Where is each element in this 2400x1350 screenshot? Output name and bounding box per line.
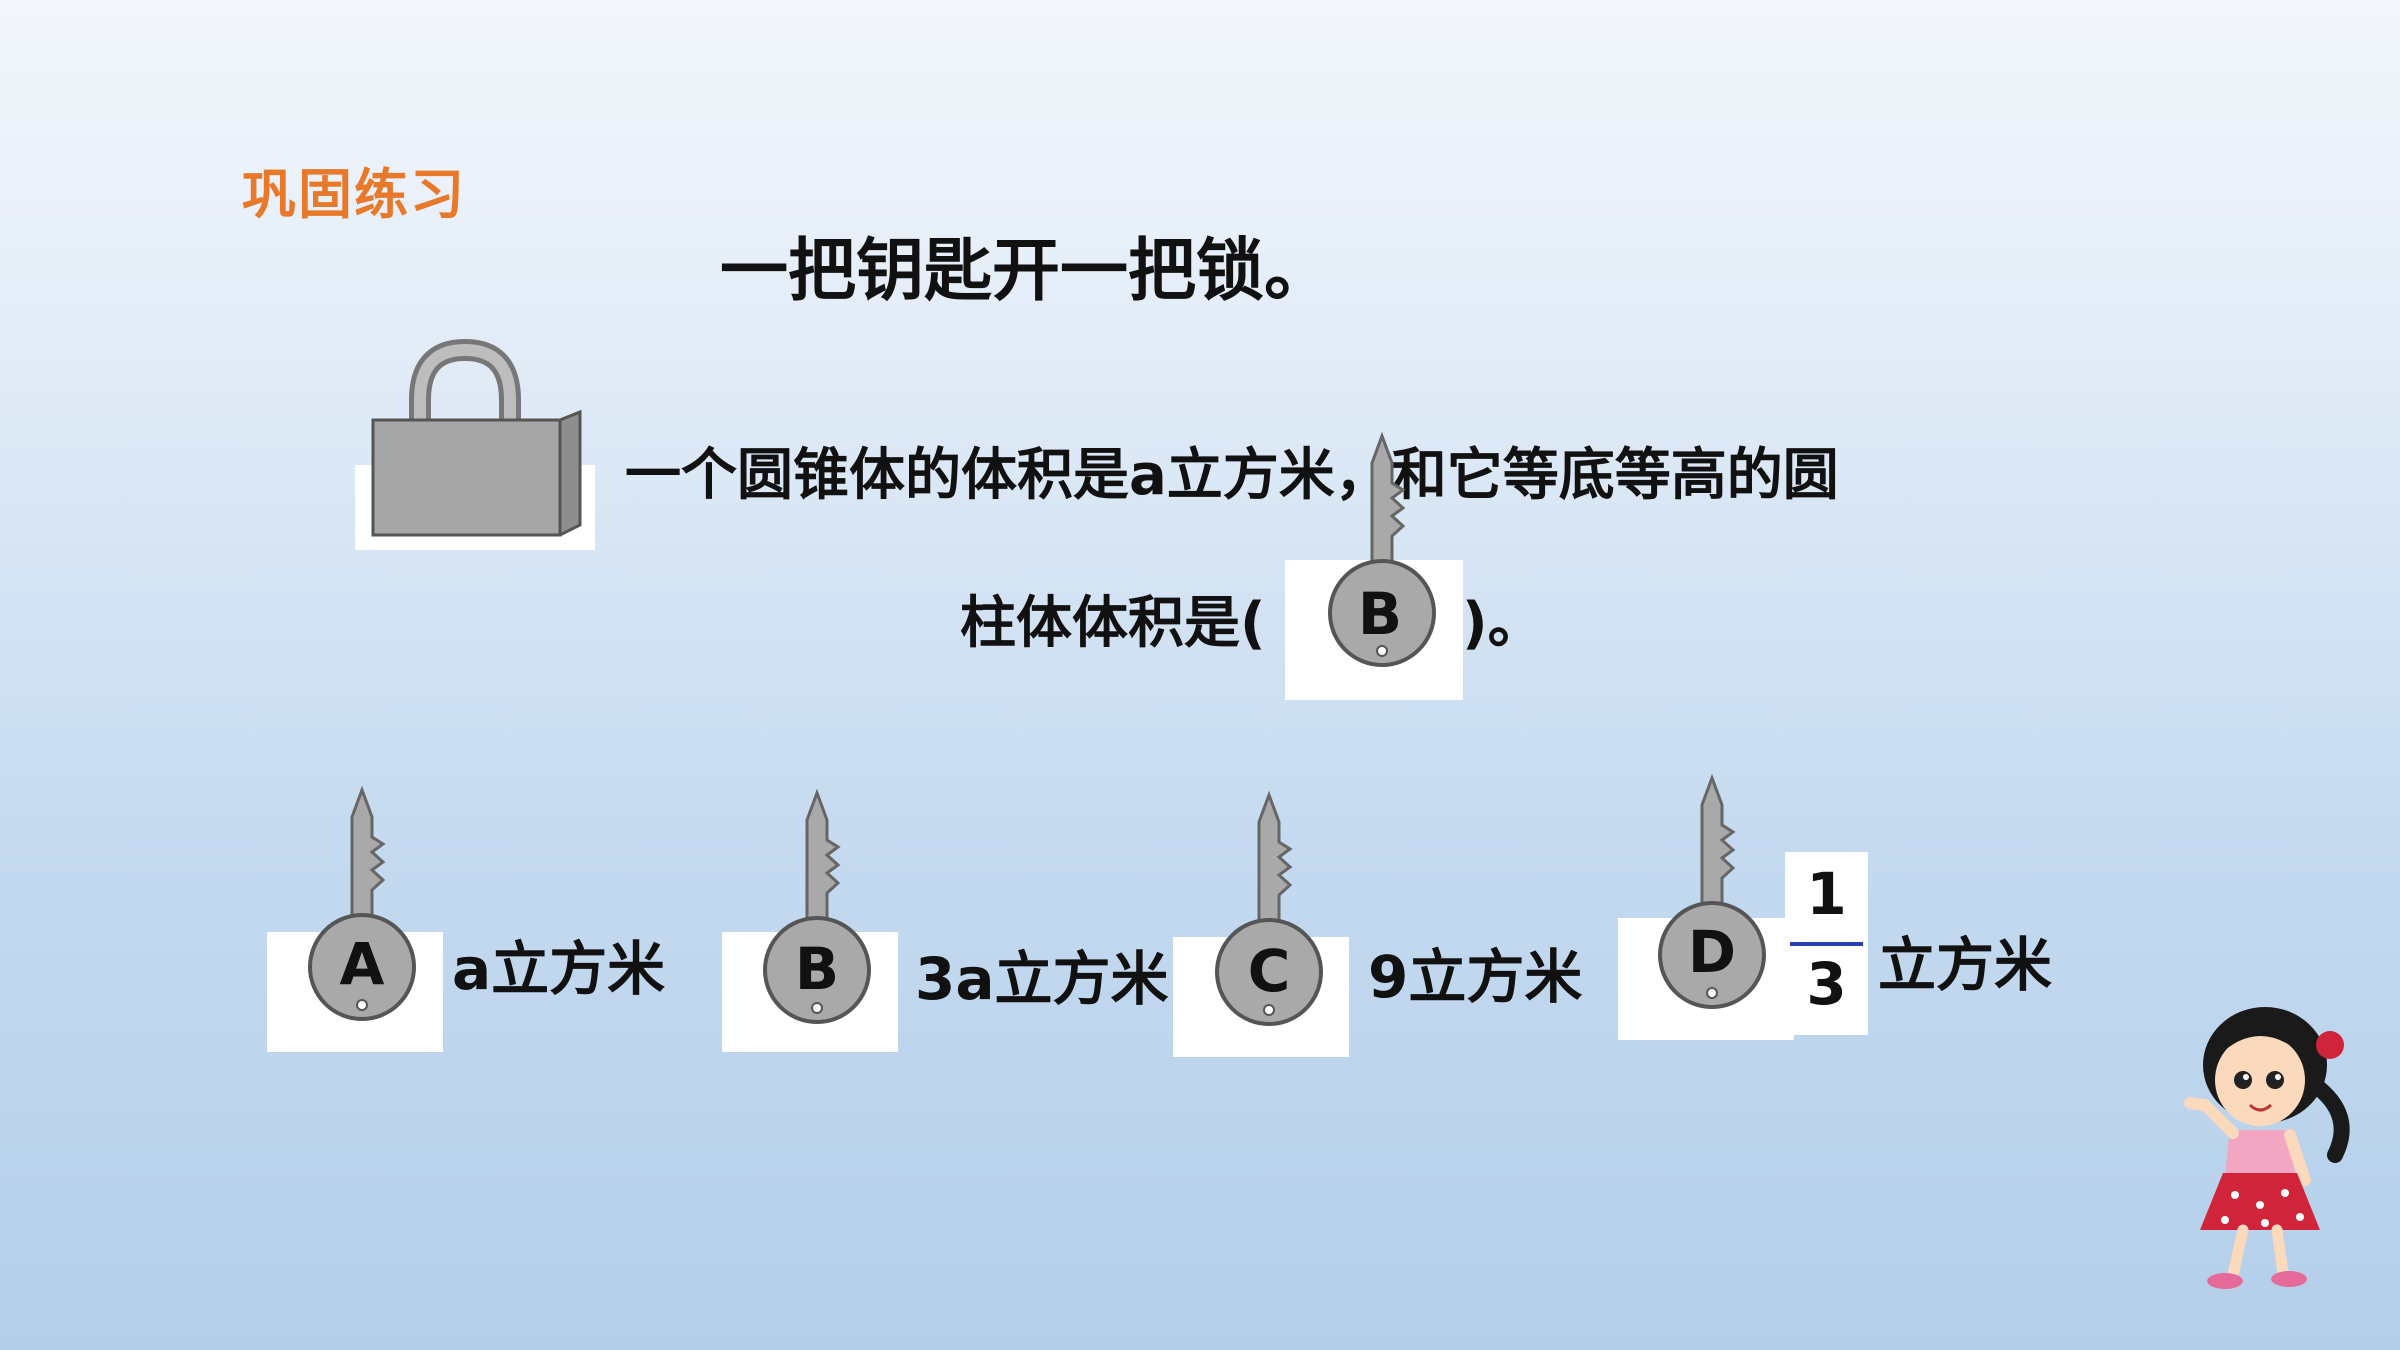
girl-illustration bbox=[2184, 1007, 2350, 1289]
option-d-text: 立方米 bbox=[1878, 931, 2053, 999]
option-b-text: 3a立方米 bbox=[915, 945, 1169, 1013]
option-c-letter: C bbox=[1247, 937, 1291, 1005]
fraction-denominator: 3 bbox=[1806, 950, 1847, 1018]
option-a-letter: A bbox=[339, 930, 385, 998]
page-title: 一把钥匙开一把锁。 bbox=[720, 232, 1333, 311]
fraction-bar bbox=[1790, 942, 1863, 946]
answer-key-letter: B bbox=[1357, 580, 1403, 648]
key-icon[interactable] bbox=[1655, 770, 1775, 1009]
option-c-text: 9立方米 bbox=[1368, 943, 1583, 1011]
key-icon[interactable] bbox=[1325, 428, 1445, 667]
option-a-text: a立方米 bbox=[452, 935, 666, 1003]
question-line-1: 一个圆锥体的体积是a立方米，和它等底等高的圆 bbox=[625, 443, 1839, 508]
key-icon[interactable] bbox=[1212, 787, 1332, 1026]
question-line-2-prefix: 柱体体积是( bbox=[960, 591, 1266, 656]
question-line-2-suffix: )。 bbox=[1462, 591, 1544, 656]
key-icon[interactable] bbox=[760, 785, 880, 1024]
padlock-icon bbox=[371, 338, 582, 537]
section-label: 巩固练习 bbox=[242, 163, 466, 226]
option-b-letter: B bbox=[794, 935, 840, 1003]
key-icon[interactable] bbox=[305, 782, 425, 1021]
option-d-letter: D bbox=[1687, 918, 1737, 986]
option-d-fraction: 1 3 bbox=[1785, 852, 1868, 1035]
fraction-numerator: 1 bbox=[1806, 860, 1847, 928]
